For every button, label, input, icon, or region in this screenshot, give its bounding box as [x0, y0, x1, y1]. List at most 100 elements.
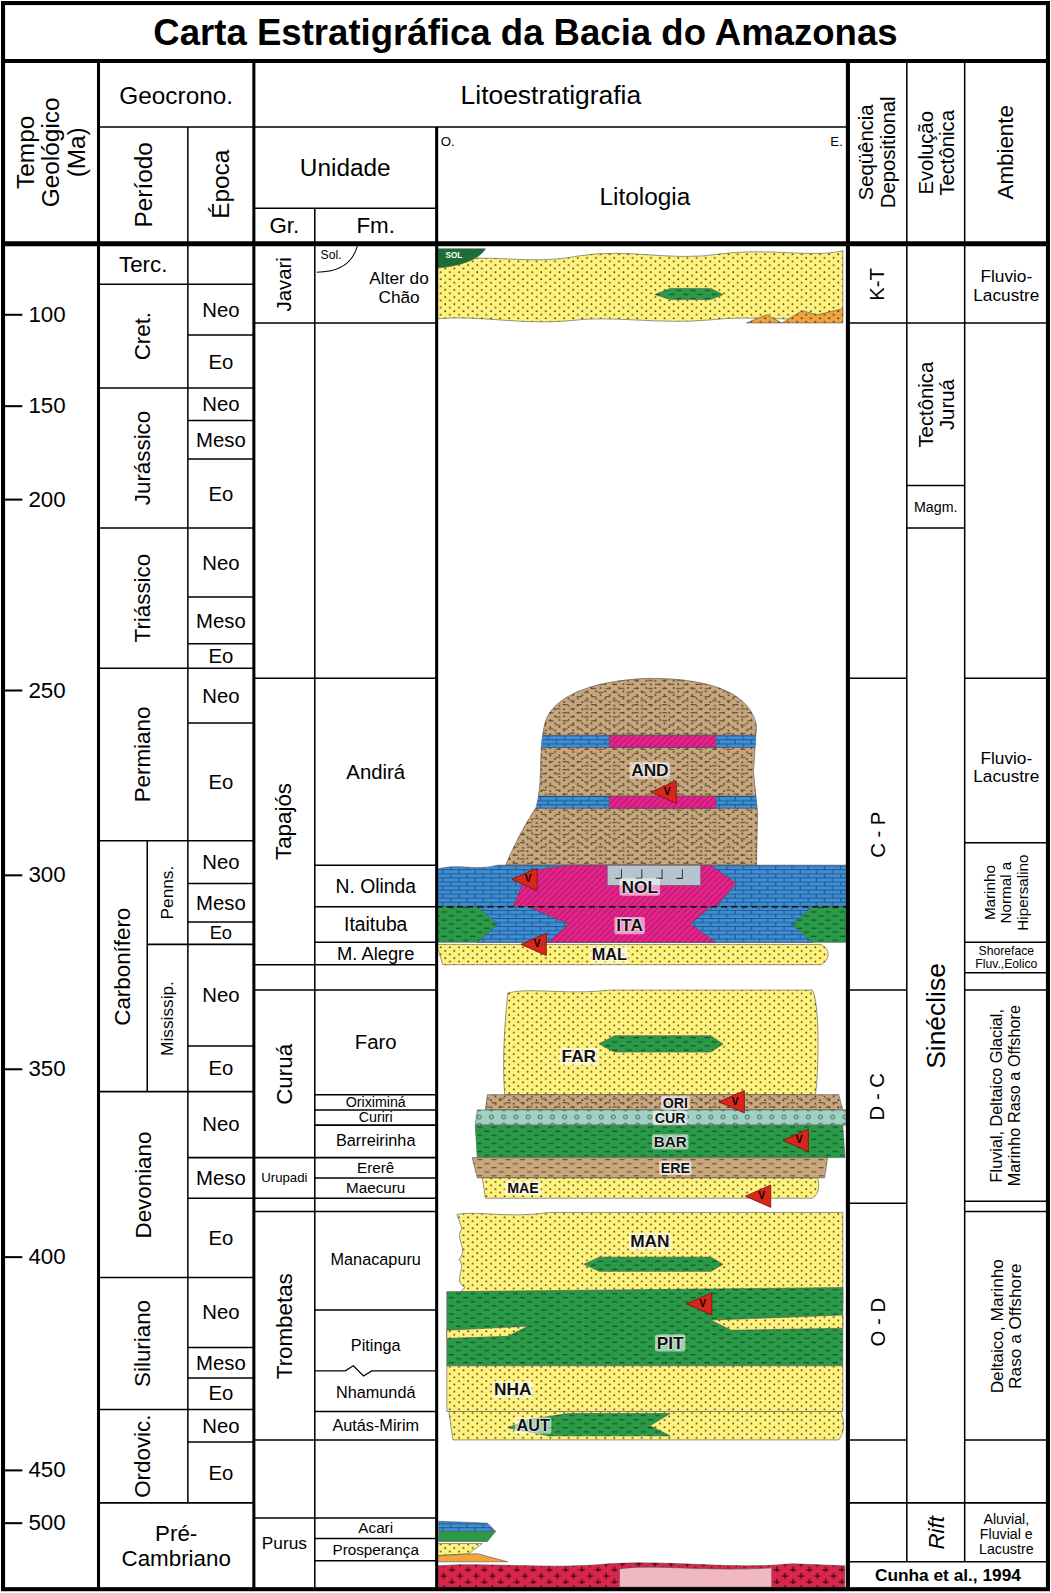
chart-label: C - P: [848, 678, 907, 990]
label-text: ITA: [614, 916, 645, 933]
label-text: K-T: [867, 268, 888, 301]
label-text: BAR: [652, 1134, 689, 1149]
anhydrite-symbol: [615, 869, 682, 878]
chart-label: FAR: [552, 1045, 605, 1067]
label-text: Oriximiná: [346, 1095, 406, 1110]
evaporite-body: [528, 907, 716, 943]
chart-label: Maecuru: [315, 1178, 437, 1198]
chart-label: BAR: [644, 1131, 697, 1151]
chart-label: Carbonífero: [98, 841, 147, 1092]
label-text: Neo: [202, 984, 239, 1005]
chart-label: Evolução Tectônica: [907, 63, 965, 242]
label-text: 300: [28, 864, 65, 887]
grid-line: [315, 1538, 437, 1540]
label-text: Devoniano: [131, 1131, 154, 1238]
chart-label: Eo: [188, 459, 254, 528]
sandstone-body-pattern: [447, 1366, 843, 1412]
chart-label: V: [756, 1188, 768, 1204]
label-text: V: [796, 1135, 803, 1145]
grid-line: [907, 485, 965, 487]
label-text: Neo: [202, 851, 239, 872]
label-text: 500: [28, 1511, 65, 1534]
volcanic-symbol: [719, 1091, 744, 1113]
grid-line: [254, 207, 437, 209]
siltstone-body-pattern: [485, 1095, 842, 1110]
grid-line: [254, 1517, 437, 1519]
grid-line: [98, 667, 253, 669]
chart-label: Marinho Normal a Hipersalino: [965, 843, 1048, 943]
chart-label: Oriximiná: [315, 1095, 437, 1110]
shale-lens-pattern: [599, 1036, 723, 1052]
chart-label: Eo: [188, 644, 254, 668]
sandstone-body: [447, 1366, 843, 1412]
chart-label: Devoniano: [98, 1092, 187, 1278]
grid-line: [3, 1469, 22, 1471]
label-text: O.: [441, 135, 455, 149]
label-text: Fluvio- Lacustre: [968, 268, 1045, 304]
label-text: Eo: [208, 351, 233, 372]
label-text: Evolução Tectônica: [914, 76, 957, 228]
grid-line: [3, 59, 1048, 63]
label-text: Faro: [355, 1032, 397, 1053]
grid-line: [848, 678, 907, 680]
grid-line: [98, 387, 253, 389]
label-text: Fluvio- Lacustre: [968, 750, 1045, 786]
shale-lens-pattern: [584, 1257, 723, 1271]
limestone-body-pattern: [437, 865, 848, 907]
conglomerate-body-pattern: [746, 309, 842, 323]
chart-label: Aluvial, Fluvial e Lacustre: [965, 1507, 1048, 1562]
label-text: Pitinga: [351, 1337, 401, 1354]
label-text: Curiri: [359, 1110, 393, 1125]
grid-line: [188, 1197, 254, 1199]
limestone-body: [439, 1521, 496, 1531]
grid-line: [188, 1157, 254, 1159]
grid-line: [98, 1409, 253, 1411]
chart-grid: [3, 3, 1048, 1589]
chart-label: Gr.: [254, 208, 315, 242]
chart-label: 200: [28, 485, 95, 513]
label-text: Sinéclise: [922, 963, 950, 1069]
siltstone-body: [506, 678, 758, 865]
shale-lens: [437, 249, 486, 268]
label-text: Autás-Mirim: [332, 1417, 419, 1434]
chart-label: Fluvio- Lacustre: [965, 723, 1048, 812]
label-text: 200: [28, 488, 65, 511]
grid-line: [188, 1441, 254, 1443]
conglomerate-body: [437, 1554, 508, 1562]
evaporite-band-pattern: [609, 735, 716, 747]
label-text: Trombetas: [273, 1273, 296, 1379]
sandstone-tongue-pattern: [447, 1326, 528, 1338]
label-text: Deltaico, Marinho Raso a Offshore: [988, 1255, 1024, 1397]
limestone-body-pattern: [439, 1521, 496, 1531]
grid-line: [315, 1560, 437, 1562]
label-text: O - D: [867, 1297, 888, 1346]
grid-line: [3, 874, 22, 876]
shale-body-pattern: [447, 1288, 843, 1366]
label-text: 150: [28, 394, 65, 417]
grid-line: [188, 420, 254, 422]
shale-lens: [599, 1036, 723, 1052]
chart-label: Tempo Geológico (Ma): [3, 63, 98, 242]
basement-body: [619, 1567, 771, 1587]
label-text: Eo: [208, 645, 233, 666]
shale-body-pattern: [437, 907, 848, 943]
grid-line: [435, 127, 438, 1589]
evaporite-body-pattern: [528, 907, 716, 943]
chart-label: PIT: [644, 1331, 697, 1353]
sandstone-body: [449, 1411, 844, 1439]
label-text: M. Alegre: [337, 944, 414, 963]
volcanic-symbol: [686, 1293, 711, 1315]
volcanic-symbol: [512, 868, 537, 890]
chart-label: 350: [28, 1055, 95, 1083]
grid-line: [907, 322, 965, 324]
label-text: Prosperança: [333, 1542, 419, 1558]
label-text: 450: [28, 1459, 65, 1482]
shale-body: [475, 1125, 845, 1157]
chart-label: Período: [98, 127, 187, 242]
chart-label: Neo: [188, 944, 254, 1046]
label-text: Meso: [196, 1352, 246, 1373]
label-text: 250: [28, 679, 65, 702]
chart-label: Eo: [188, 1198, 254, 1277]
label-text: Seqüência Depositional: [856, 76, 899, 228]
